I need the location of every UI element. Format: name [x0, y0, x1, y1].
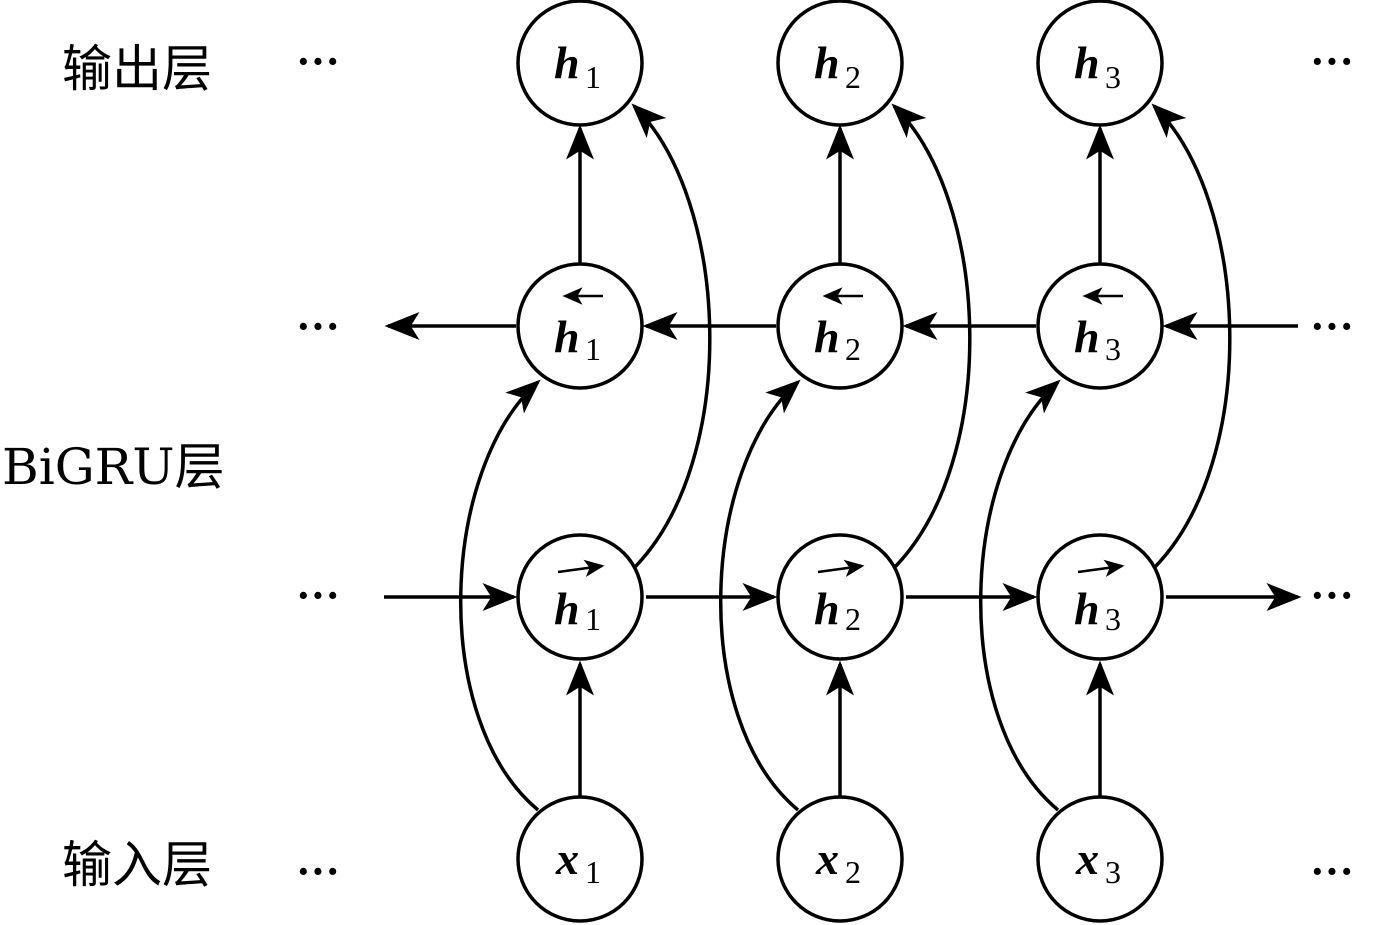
node-subscript: 1 [585, 331, 601, 367]
node-subscript: 2 [845, 601, 861, 637]
node-symbol: x [815, 833, 839, 884]
node-subscript: 3 [1105, 59, 1121, 95]
node-input-x3: x 3 [1036, 795, 1164, 923]
node-symbol: h [814, 37, 840, 88]
right-arrow-icon [557, 559, 605, 578]
node-forward-h3: h 3 [1036, 533, 1164, 661]
node-subscript: 2 [845, 59, 861, 95]
node-forward-h2: h 2 [776, 533, 904, 661]
input-layer-label: 输入层 [62, 836, 212, 894]
node-subscript: 1 [585, 59, 601, 95]
right-arrow-icon [1077, 559, 1125, 578]
ellipsis-forward-left: ··· [296, 571, 340, 620]
node-input-x2: x 2 [776, 795, 904, 923]
node-output-h1: h 1 [516, 0, 644, 127]
node-symbol: x [1075, 833, 1099, 884]
edge-forward1-output1 [631, 103, 712, 570]
node-subscript: 3 [1105, 854, 1121, 890]
ellipsis-output-right: ··· [1310, 37, 1354, 86]
ellipsis-backward-right: ··· [1310, 302, 1354, 351]
edge-forward2-output2 [891, 103, 972, 570]
node-symbol: x [555, 833, 579, 884]
bigru-layer-label: BiGRU层 [2, 438, 224, 496]
node-subscript: 1 [585, 601, 601, 637]
node-backward-h2: h 2 [776, 262, 904, 390]
edge-forward3-output3 [1151, 103, 1232, 570]
node-subscript: 3 [1105, 331, 1121, 367]
node-symbol: h [1074, 311, 1100, 362]
node-subscript: 3 [1105, 601, 1121, 637]
node-symbol: h [554, 583, 580, 634]
node-output-h2: h 2 [776, 0, 904, 127]
node-symbol: h [1074, 583, 1100, 634]
node-subscript: 1 [585, 854, 601, 890]
ellipsis-input-left: ··· [296, 847, 340, 896]
node-input-x1: x 1 [516, 795, 644, 923]
ellipsis-forward-right: ··· [1310, 571, 1354, 620]
node-symbol: h [554, 311, 580, 362]
node-backward-h3: h 3 [1036, 262, 1164, 390]
ellipsis-output-left: ··· [296, 37, 340, 86]
node-output-h3: h 3 [1036, 0, 1164, 127]
node-subscript: 2 [845, 331, 861, 367]
right-arrow-icon [817, 559, 865, 578]
node-backward-h1: h 1 [516, 262, 644, 390]
output-layer-label: 输出层 [62, 40, 212, 98]
node-forward-h1: h 1 [516, 533, 644, 661]
node-subscript: 2 [845, 854, 861, 890]
node-symbol: h [554, 37, 580, 88]
ellipsis-backward-left: ··· [296, 302, 340, 351]
node-symbol: h [1074, 37, 1100, 88]
ellipsis-input-right: ··· [1310, 847, 1354, 896]
node-symbol: h [814, 583, 840, 634]
node-symbol: h [814, 311, 840, 362]
